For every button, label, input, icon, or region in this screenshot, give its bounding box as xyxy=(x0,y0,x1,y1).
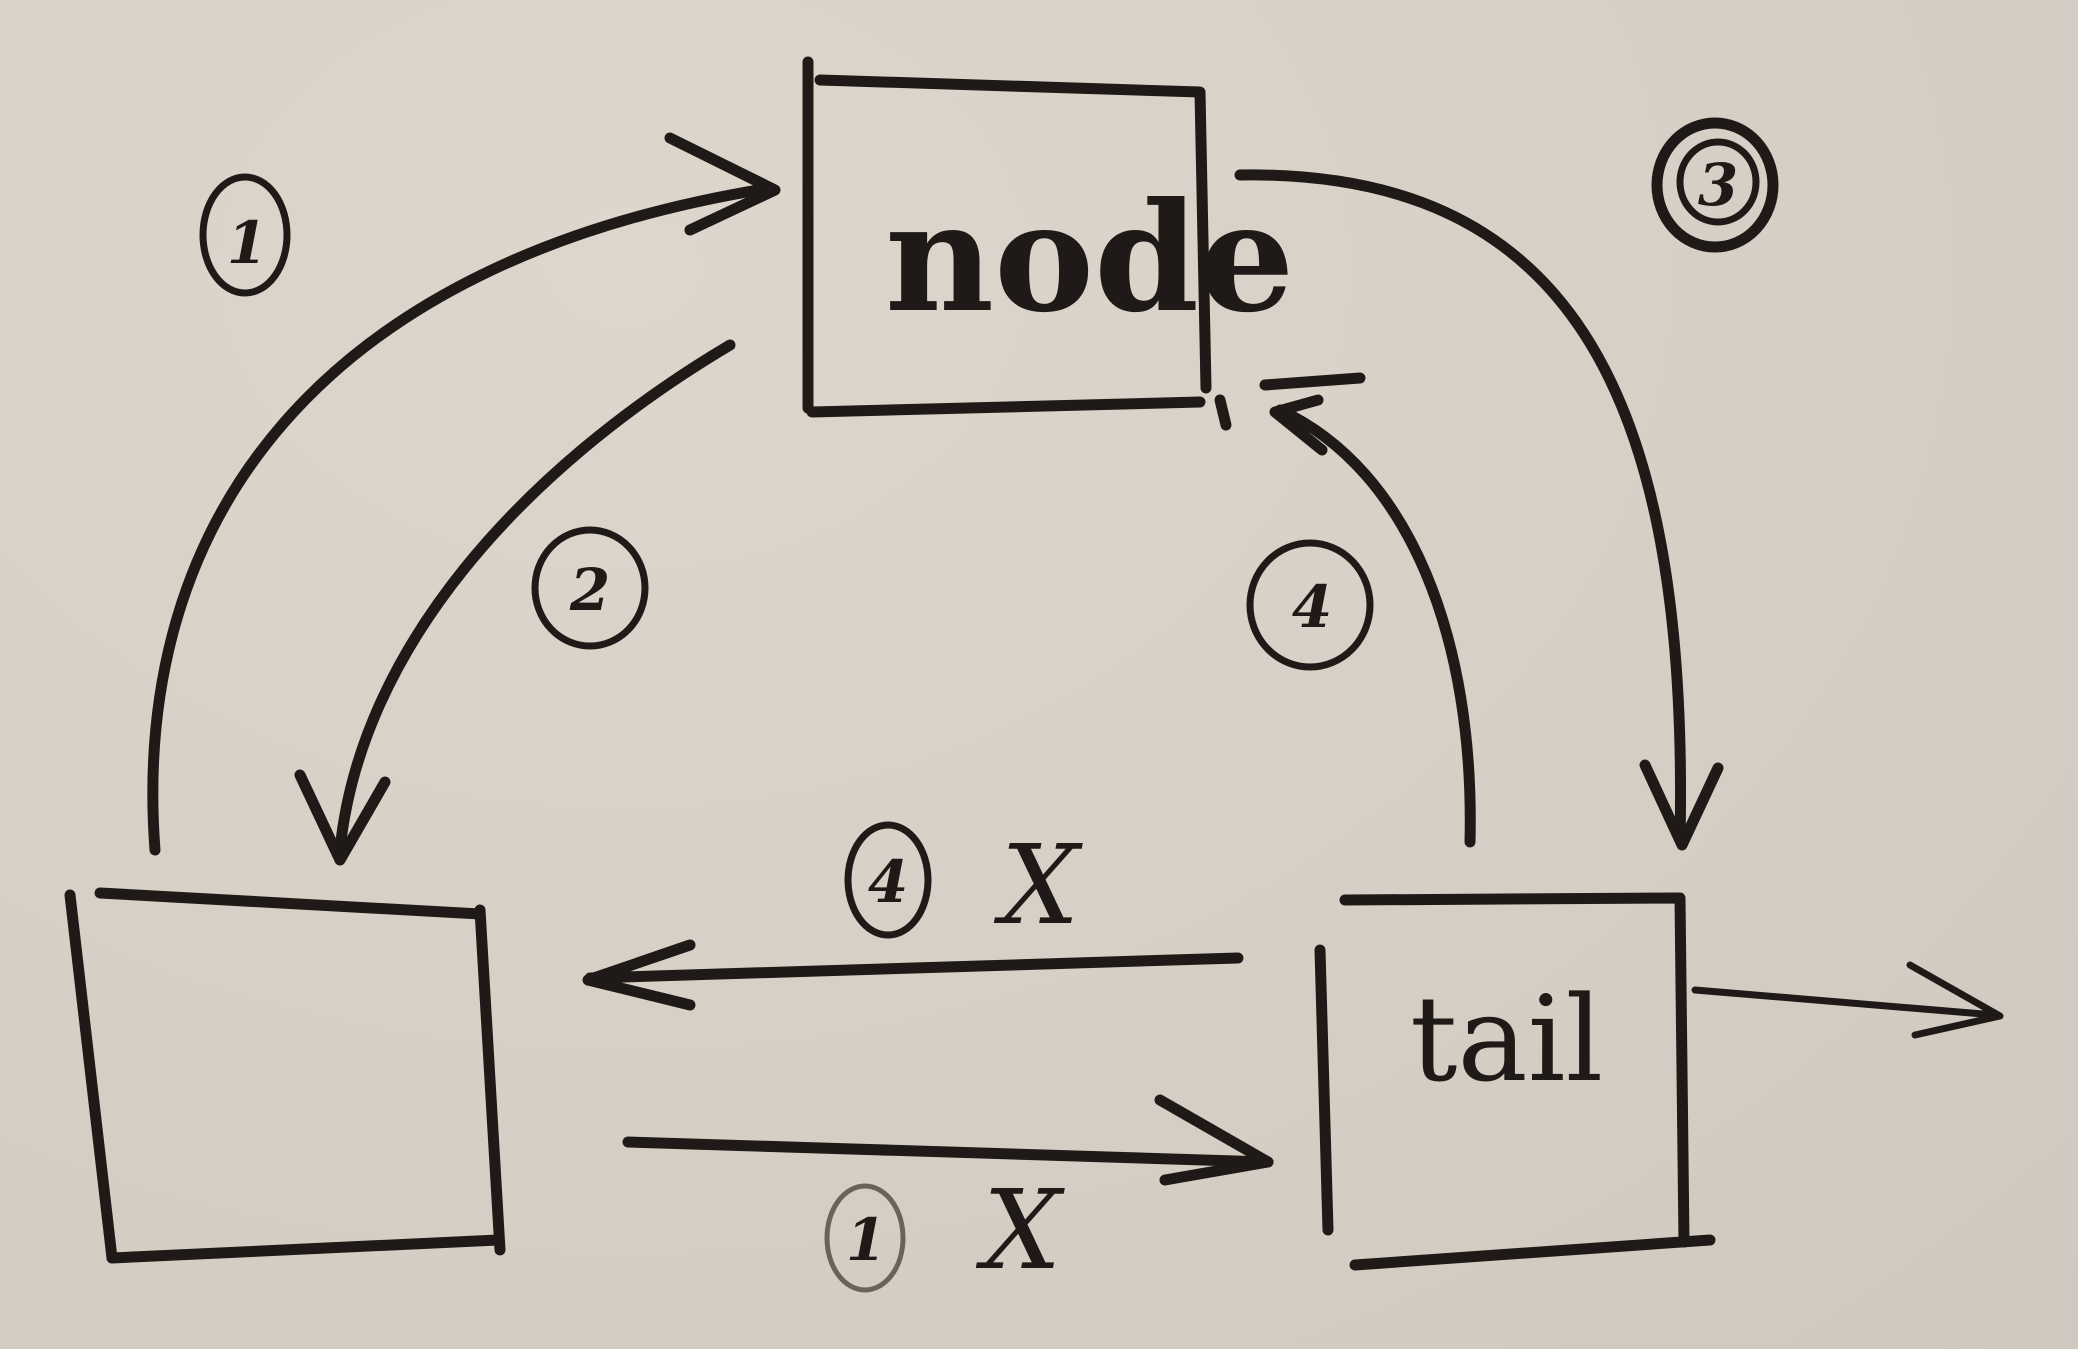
arrow-node-to-tail xyxy=(1234,169,1724,851)
arrow-left-to-tail xyxy=(622,1094,1274,1186)
node-label: node xyxy=(885,170,1294,346)
step-number: 1 xyxy=(227,209,267,277)
step-marker-tail-to-left: 4 xyxy=(844,821,932,939)
removed-mark-top: X xyxy=(993,821,1083,949)
step-marker-left-to-tail: 1 xyxy=(824,1183,906,1293)
arrow-tail-to-node xyxy=(1259,372,1476,848)
left-box xyxy=(64,887,506,1264)
step-number: 4 xyxy=(1292,573,1332,641)
node-box: node xyxy=(802,56,1294,431)
step-marker-node-to-left: 2 xyxy=(531,526,649,650)
removed-mark-bottom: X xyxy=(975,1166,1065,1294)
tail-box: tail xyxy=(1314,892,1716,1271)
arrow-tail-next xyxy=(1691,961,2004,1039)
step-number: 4 xyxy=(868,848,908,916)
arrow-left-to-node xyxy=(147,132,781,856)
arrow-tail-to-left xyxy=(582,939,1244,1011)
tail-label: tail xyxy=(1410,970,1603,1108)
step-marker-left-to-node: 1 xyxy=(199,173,291,297)
step-marker-tail-to-node: 4 xyxy=(1246,539,1374,671)
step-marker-node-to-tail: 3 xyxy=(1651,117,1779,253)
step-number: 3 xyxy=(1698,151,1738,219)
step-number: 1 xyxy=(846,1206,886,1274)
arrow-node-to-left xyxy=(294,339,736,866)
step-number: 2 xyxy=(569,556,610,624)
